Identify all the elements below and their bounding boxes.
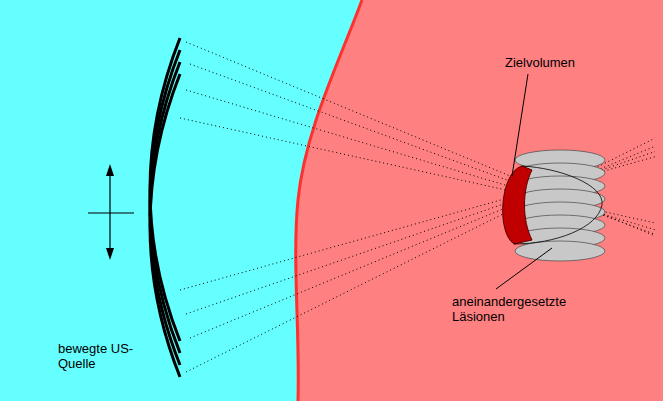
transducer-arc <box>150 74 180 377</box>
lesion <box>515 241 605 261</box>
transducer-arc <box>150 62 180 365</box>
ultrasound-ray <box>180 118 655 223</box>
ultrasound-ray <box>186 42 655 236</box>
ultrasound-ray <box>190 64 655 234</box>
tissue-boundary <box>296 0 362 401</box>
arrow-head <box>106 248 114 260</box>
ultrasound-rays <box>180 42 655 372</box>
leader-line <box>496 248 552 289</box>
label: bewegte US-Quelle <box>58 341 142 371</box>
motion-crossbar <box>88 212 134 213</box>
label: aneinandergesetzte Läsionen <box>452 294 582 324</box>
ultrasound-ray <box>180 157 655 290</box>
target-outline <box>514 166 602 244</box>
transducer-arcs <box>150 38 180 377</box>
ultrasound-ray <box>186 151 655 314</box>
tissue-region <box>296 0 663 401</box>
ultrasound-ray <box>186 90 655 230</box>
ultrasound-ray <box>186 138 655 372</box>
motion-symbol <box>88 164 134 260</box>
leader-line <box>512 74 528 176</box>
lesion-stack <box>515 150 605 261</box>
label: Zielvolumen <box>505 55 615 70</box>
motion-axis <box>109 168 110 256</box>
transducer-arc <box>150 50 180 353</box>
ultrasound-ray <box>190 146 655 338</box>
target-volume <box>503 166 532 244</box>
arrow-head <box>106 164 114 176</box>
